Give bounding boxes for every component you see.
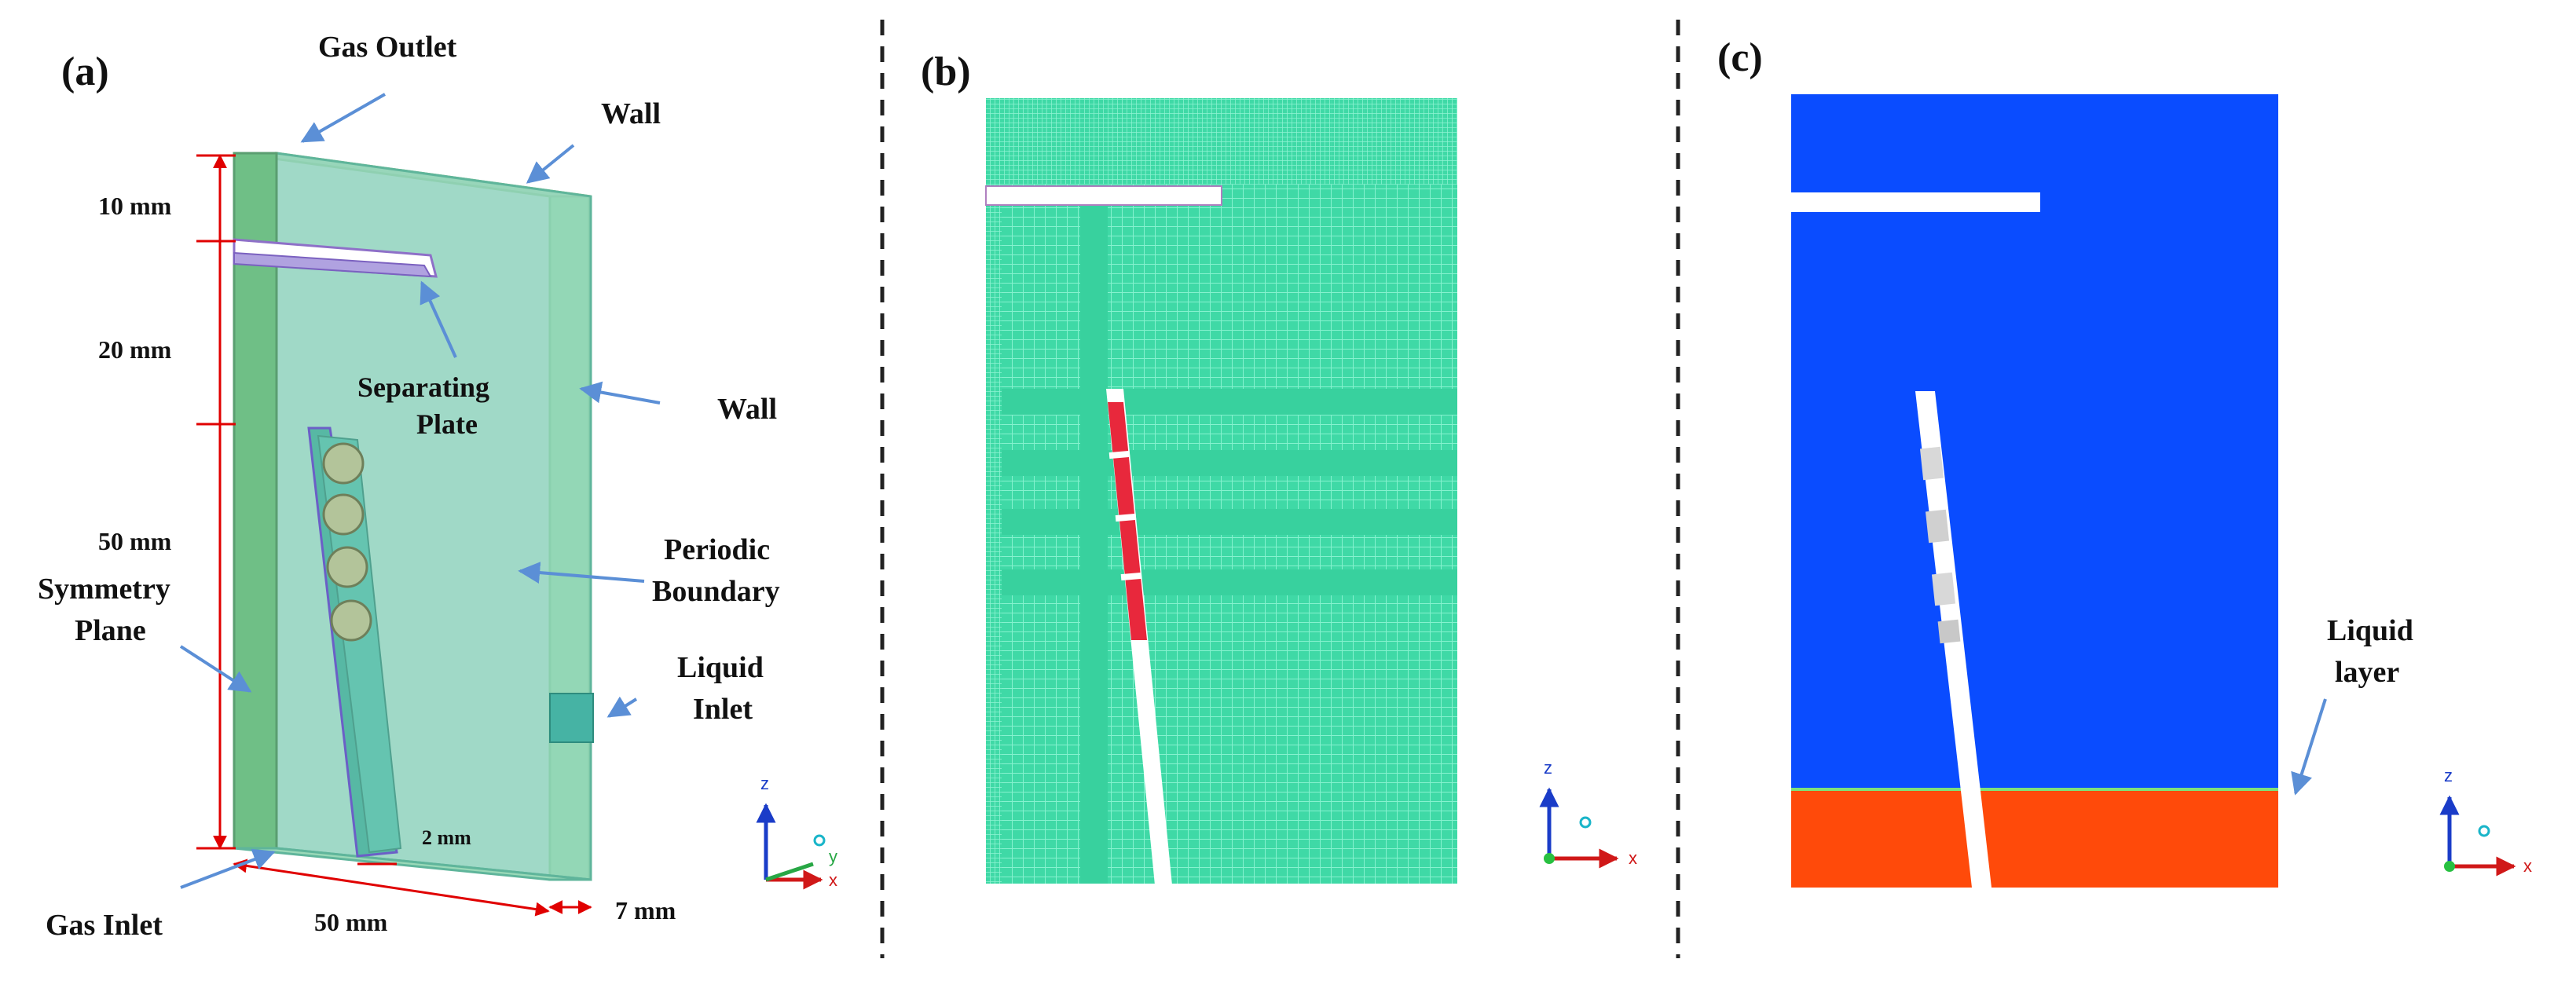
mesh-vertical-strip <box>1080 98 1108 884</box>
mesh-plate-holes-refined <box>1108 402 1147 640</box>
label-plane: Plane <box>75 614 146 647</box>
axis-a-x: x <box>829 870 837 890</box>
panel-a: (a) <box>38 31 837 942</box>
axis-triad-c: z x <box>2439 766 2532 877</box>
dimension-lines <box>196 154 592 917</box>
annotation-arrows <box>179 93 661 889</box>
panel-b: (b) z x <box>921 49 1637 885</box>
panel-c: (c) Liquid layer z x <box>1717 35 2532 888</box>
mesh-band-2 <box>1002 450 1457 476</box>
liquid-inlet-square <box>549 693 594 743</box>
mesh-left-strip <box>986 98 1002 884</box>
panel-b-tag: (b) <box>921 49 971 94</box>
mesh-hole-gaps <box>1108 450 1142 581</box>
axis-a-y: y <box>829 847 837 866</box>
dim-20mm: 20 mm <box>98 335 172 364</box>
axis-triad-b: z x <box>1539 758 1637 869</box>
dim-7mm: 7 mm <box>615 896 676 924</box>
axis-b-x: x <box>1629 848 1637 868</box>
label-plate: Plate <box>416 408 478 440</box>
label-liquid-layer-1: Liquid <box>2327 614 2413 647</box>
panel-a-tag: (a) <box>61 49 109 94</box>
liquid-layer-arrow <box>2291 698 2327 796</box>
mesh-top-strip <box>986 98 1457 185</box>
axis-c-x: x <box>2523 856 2532 876</box>
mesh-band-1 <box>1002 389 1457 415</box>
phase-separating-plate <box>1791 192 2040 212</box>
label-separating: Separating <box>357 372 489 403</box>
separating-plate <box>233 251 432 278</box>
label-gas-inlet: Gas Inlet <box>46 909 163 942</box>
label-liquid-layer-2: layer <box>2335 656 2399 689</box>
phase-plate-holes <box>1919 446 1961 644</box>
axis-a-z: z <box>760 774 769 793</box>
panel-c-tag: (c) <box>1717 35 1763 80</box>
axis-c-z: z <box>2444 766 2453 785</box>
label-periodic: Periodic <box>664 533 770 566</box>
axis-b-z: z <box>1544 758 1552 778</box>
mesh-domain <box>986 98 1457 884</box>
mesh-band-3 <box>1002 509 1457 535</box>
dim-50mm-horizontal: 50 mm <box>314 908 388 936</box>
tilted-plate-face <box>317 434 402 854</box>
label-gas-outlet: Gas Outlet <box>318 31 457 64</box>
dim-2mm: 2 mm <box>422 826 471 849</box>
mesh-separating-plate <box>985 185 1222 206</box>
label-wall-right: Wall <box>717 393 777 426</box>
axis-triad-a: z x y <box>756 774 837 890</box>
label-symmetry: Symmetry <box>38 573 170 606</box>
liquid-phase-region <box>1791 789 2278 888</box>
dim-50mm-vertical: 50 mm <box>98 527 172 555</box>
mesh-band-4 <box>1002 569 1457 595</box>
label-liquid: Liquid <box>677 651 764 684</box>
label-boundary: Boundary <box>652 575 780 608</box>
plate-holes <box>322 442 372 642</box>
label-wall-top: Wall <box>601 97 661 130</box>
dim-10mm: 10 mm <box>98 192 172 220</box>
label-inlet: Inlet <box>693 693 753 726</box>
